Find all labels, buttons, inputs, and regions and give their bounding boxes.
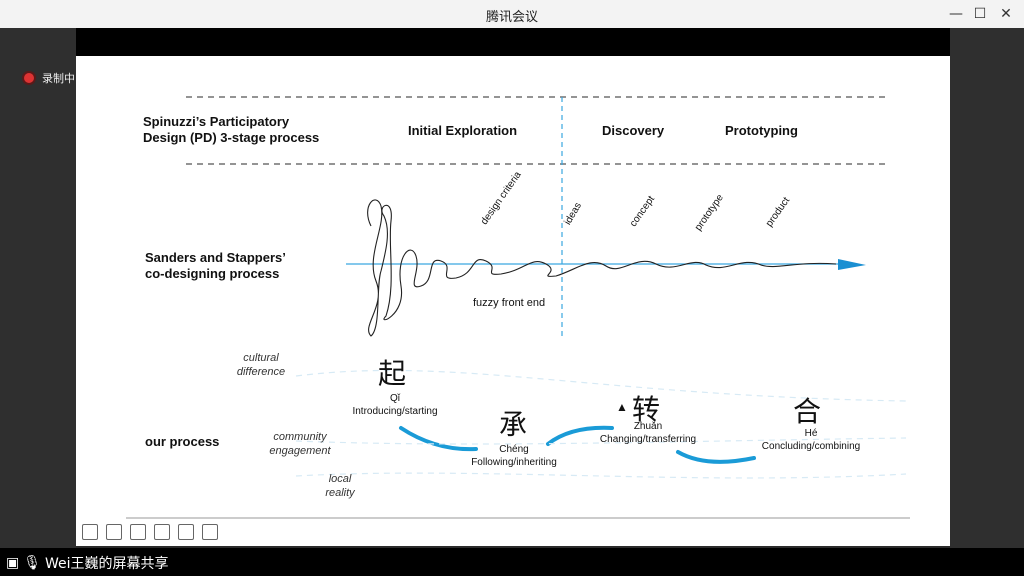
arc-3	[676, 450, 756, 464]
step-he-text: Hé Concluding/combining	[756, 427, 866, 453]
stage-prototyping: Prototyping	[725, 123, 798, 138]
step-qi-text: Qǐ Introducing/starting	[350, 392, 440, 418]
right-panel	[950, 28, 1024, 548]
step-zhuan-text: Zhuǎn Changing/transferring	[596, 420, 700, 446]
recording-indicator[interactable]: 录制中	[24, 70, 75, 86]
pd-title-line2: Design (PD) 3-stage process	[143, 130, 320, 145]
arc-1	[399, 426, 478, 452]
record-icon	[24, 73, 34, 83]
copy-icon[interactable]	[202, 524, 218, 540]
note-line: reality	[325, 487, 355, 499]
note-line: local	[328, 473, 352, 485]
step-description: Changing/transferring	[599, 434, 697, 445]
fuzzy-front-end-label: fuzzy front end	[473, 297, 546, 309]
step-pinyin: Qǐ	[390, 393, 400, 404]
step-pinyin: Hé	[804, 428, 818, 439]
minimize-icon[interactable]: —	[949, 6, 963, 22]
stage-initial-exploration: Initial Exploration	[408, 123, 518, 138]
note-line: cultural	[243, 352, 279, 364]
arc-2	[546, 425, 614, 446]
title-bar: 腾讯会议 — ☐ ✕	[0, 0, 1024, 29]
faint-line-2	[295, 437, 907, 445]
screen-share-label-row: ▣ 🎙 Wei王巍的屏幕共享	[6, 553, 169, 573]
step-pinyin: Chéng	[499, 444, 529, 455]
arrow-head	[838, 259, 866, 270]
mouse-cursor-icon: ▲	[616, 400, 628, 414]
slide-graphics	[126, 96, 910, 519]
left-panel	[0, 28, 76, 548]
annotation-toolbar	[82, 524, 218, 540]
pd-title: Spinuzzi’s Participatory Design (PD) 3-s…	[143, 114, 319, 146]
step-pinyin: Zhuǎn	[633, 421, 663, 432]
pointer-icon[interactable]	[178, 524, 194, 540]
recording-label: 录制中	[42, 72, 75, 85]
pen-icon[interactable]	[82, 524, 98, 540]
brush-icon[interactable]	[154, 524, 170, 540]
mic-icon: 🎙	[23, 555, 42, 571]
step-description: Following/inheriting	[471, 457, 557, 468]
note-line: engagement	[269, 445, 331, 457]
bottom-bar: ▣ 🎙 Wei王巍的屏幕共享	[0, 548, 1024, 576]
stage-discovery: Discovery	[602, 123, 665, 138]
pd-title-line1: Spinuzzi’s Participatory	[143, 114, 290, 129]
our-process-label: our process	[145, 434, 220, 449]
step-description: Introducing/starting	[352, 406, 438, 417]
faint-line-3	[295, 472, 907, 479]
step-description: Concluding/combining	[761, 441, 861, 452]
note-local-reality: local reality	[320, 472, 360, 500]
close-icon[interactable]: ✕	[1000, 6, 1012, 22]
note-cultural-difference: cultural difference	[234, 351, 288, 379]
step-zhuan-character: 转	[632, 393, 661, 426]
note-line: community	[273, 431, 327, 443]
cd-title: Sanders and Stappers’ co-designing proce…	[145, 250, 286, 282]
note-community-engagement: community engagement	[264, 430, 336, 458]
eraser-icon[interactable]	[130, 524, 146, 540]
faint-line-1	[295, 369, 907, 402]
screen-share-label: Wei王巍的屏幕共享	[45, 556, 169, 572]
top-black-strip	[76, 28, 950, 56]
window-title: 腾讯会议	[485, 10, 538, 25]
step-cheng-character: 承	[499, 408, 528, 441]
shared-slide: Spinuzzi’s Participatory Design (PD) 3-s…	[76, 56, 950, 546]
cd-title-line2: co-designing process	[145, 266, 280, 281]
squiggle-line	[367, 199, 837, 337]
step-he-character: 合	[793, 395, 822, 428]
screen-icon: ▣	[6, 555, 20, 571]
frame-icon[interactable]	[106, 524, 122, 540]
maximize-icon[interactable]: ☐	[973, 6, 987, 22]
step-qi-character: 起	[378, 357, 407, 390]
note-line: difference	[236, 366, 286, 378]
cd-title-line1: Sanders and Stappers’	[145, 250, 286, 265]
step-cheng-text: Chéng Following/inheriting	[466, 443, 562, 469]
